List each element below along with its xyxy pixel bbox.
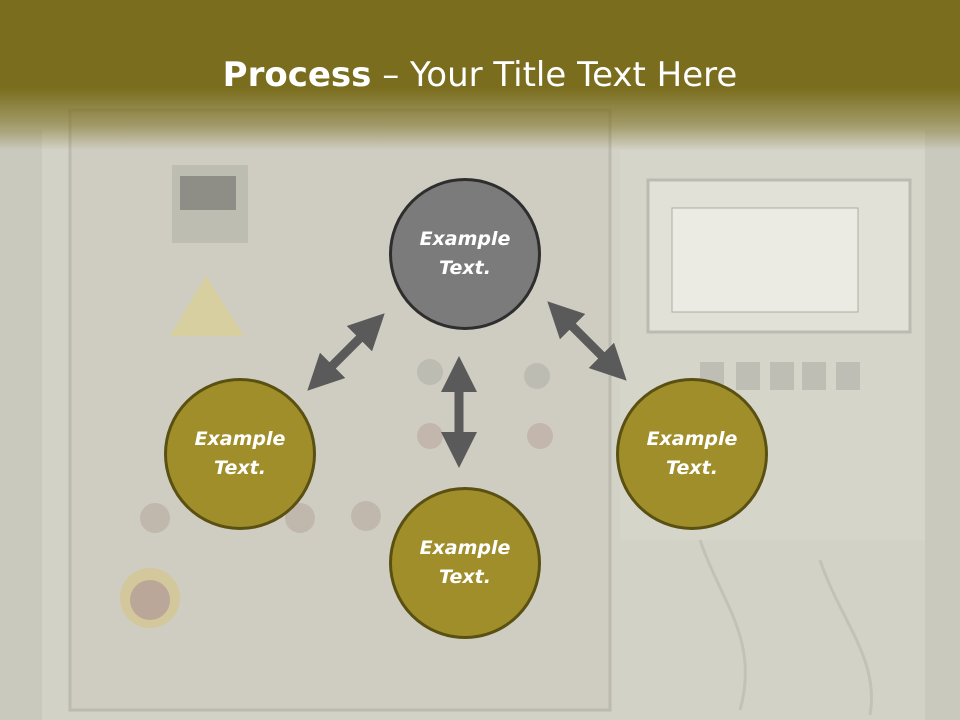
arrow-center-left xyxy=(307,313,385,391)
right-node-text: Example Text. xyxy=(646,428,738,479)
left-node-text: Example Text. xyxy=(194,428,286,479)
title-bold-part: Process xyxy=(222,55,372,95)
center-node-text: Example Text. xyxy=(419,228,511,279)
title-dash: – xyxy=(371,55,411,95)
bottom-node-text: Example Text. xyxy=(419,537,511,588)
center-node[interactable]: Example Text. xyxy=(389,178,541,330)
title-banner xyxy=(0,0,960,150)
right-node[interactable]: Example Text. xyxy=(616,378,768,530)
arrow-center-right xyxy=(547,301,627,381)
bottom-node[interactable]: Example Text. xyxy=(389,487,541,639)
left-node[interactable]: Example Text. xyxy=(164,378,316,530)
title-rest: Your Title Text Here xyxy=(410,55,738,95)
slide-title[interactable]: Process – Your Title Text Here xyxy=(0,52,960,98)
